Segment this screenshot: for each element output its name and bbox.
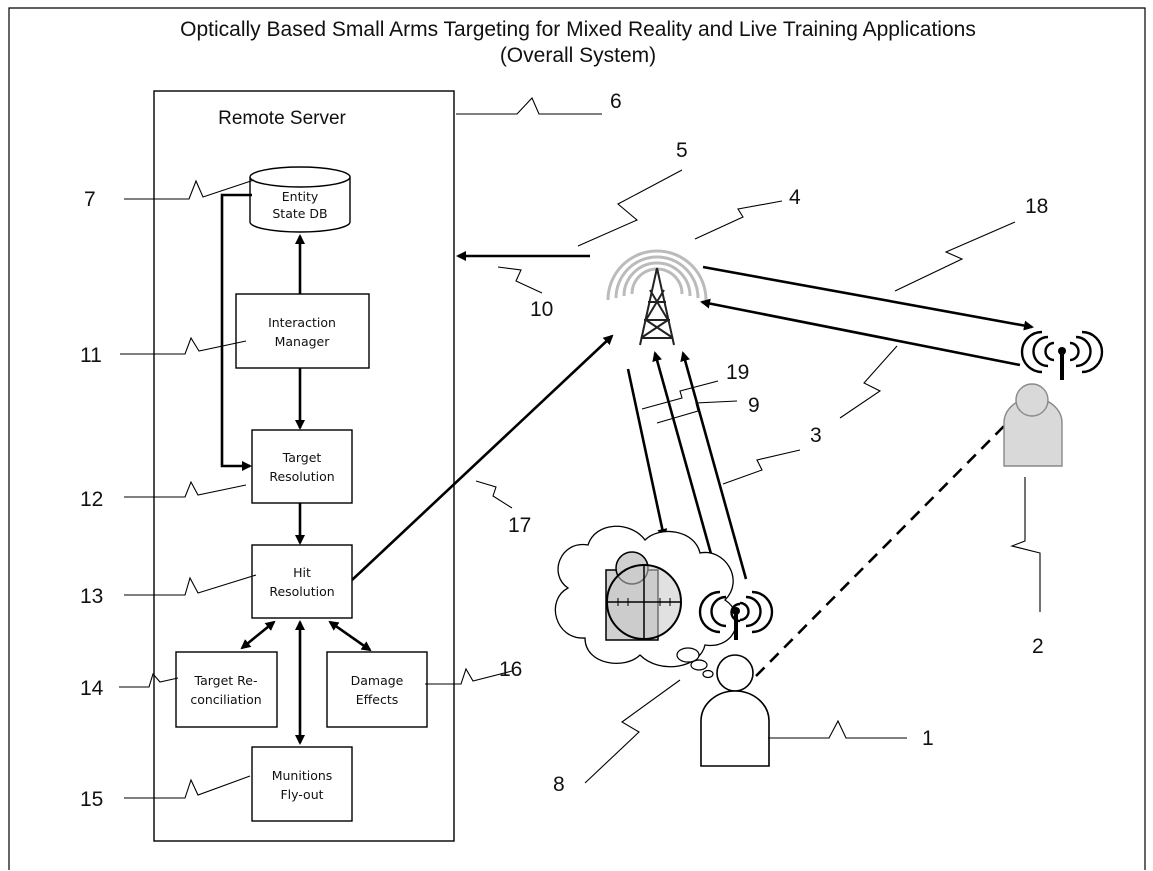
- diagram-title-line1: Optically Based Small Arms Targeting for…: [180, 18, 976, 41]
- callout-18: 18: [1025, 195, 1048, 218]
- arrow-hit-reconciliation: [240, 620, 276, 650]
- remote-server-label: Remote Server: [218, 108, 346, 129]
- arrow-db-to-target: [220, 193, 252, 471]
- callout-7: 7: [84, 188, 96, 211]
- callout-8: 8: [553, 773, 565, 796]
- cell-tower-icon: [606, 249, 708, 346]
- radio-antenna-icon-person2: [1020, 330, 1104, 380]
- target-resolution-line2: Resolution: [269, 469, 334, 484]
- callout-11: 11: [80, 344, 102, 367]
- db-label-line1: Entity: [282, 189, 319, 204]
- callout-5: 5: [676, 139, 688, 162]
- callout-17: 17: [508, 514, 531, 537]
- interaction-manager-box: [235, 293, 370, 369]
- damage-effects-line2: Effects: [356, 692, 399, 707]
- munitions-flyout-line1: Munitions: [272, 768, 333, 783]
- callout-2: 2: [1032, 635, 1044, 658]
- damage-effects-line1: Damage: [351, 673, 404, 688]
- munitions-flyout-line2: Fly-out: [280, 787, 323, 802]
- munitions-flyout-box: [251, 746, 353, 822]
- person-1-icon: [700, 654, 770, 767]
- callout-14: 14: [80, 677, 104, 700]
- arrow-person2-to-tower: [700, 298, 1021, 367]
- callout-10: 10: [530, 298, 553, 321]
- diagram-title-line2: (Overall System): [500, 44, 656, 67]
- callout-15: 15: [80, 788, 103, 811]
- arrow-person1-to-tower-a: [652, 351, 720, 580]
- callout-13: 13: [80, 585, 103, 608]
- hit-resolution-line2: Resolution: [269, 584, 334, 599]
- entity-state-db: Entity State DB: [249, 166, 351, 233]
- leader-lines: [119, 97, 1041, 799]
- target-resolution-line1: Target: [282, 450, 322, 465]
- arrow-tower-to-person1: [626, 368, 668, 539]
- target-reticle-icon: [605, 551, 682, 641]
- hit-resolution-line1: Hit: [293, 565, 311, 580]
- callout-9: 9: [748, 394, 760, 417]
- callout-6: 6: [610, 90, 622, 113]
- radio-antenna-icon-person1: [698, 590, 774, 640]
- arrow-person1-to-tower-b: [680, 351, 748, 580]
- callout-3: 3: [810, 424, 822, 447]
- target-reconciliation-line2: conciliation: [190, 692, 261, 707]
- arrow-hit-to-tower: [351, 334, 614, 581]
- callout-4: 4: [789, 186, 801, 209]
- damage-effects-box: [326, 651, 428, 728]
- arrow-hit-damage: [328, 620, 372, 652]
- db-label-line2: State DB: [272, 206, 327, 221]
- aim-line: [755, 412, 1018, 677]
- callout-1: 1: [922, 727, 934, 750]
- interaction-manager-line2: Manager: [275, 334, 331, 349]
- figure-frame: [8, 7, 1146, 870]
- callout-19: 19: [726, 361, 749, 384]
- callout-12: 12: [80, 488, 103, 511]
- callout-16: 16: [499, 658, 522, 681]
- target-reconciliation-box: [175, 651, 278, 728]
- target-resolution-box: [251, 429, 353, 504]
- interaction-manager-line1: Interaction: [268, 315, 336, 330]
- arrow-tower-to-person2: [702, 265, 1034, 331]
- remote-server-box: [153, 90, 455, 842]
- target-reconciliation-line1: Target Re-: [194, 673, 258, 688]
- person-2-icon: [1003, 383, 1063, 467]
- hit-resolution-box: [251, 544, 353, 619]
